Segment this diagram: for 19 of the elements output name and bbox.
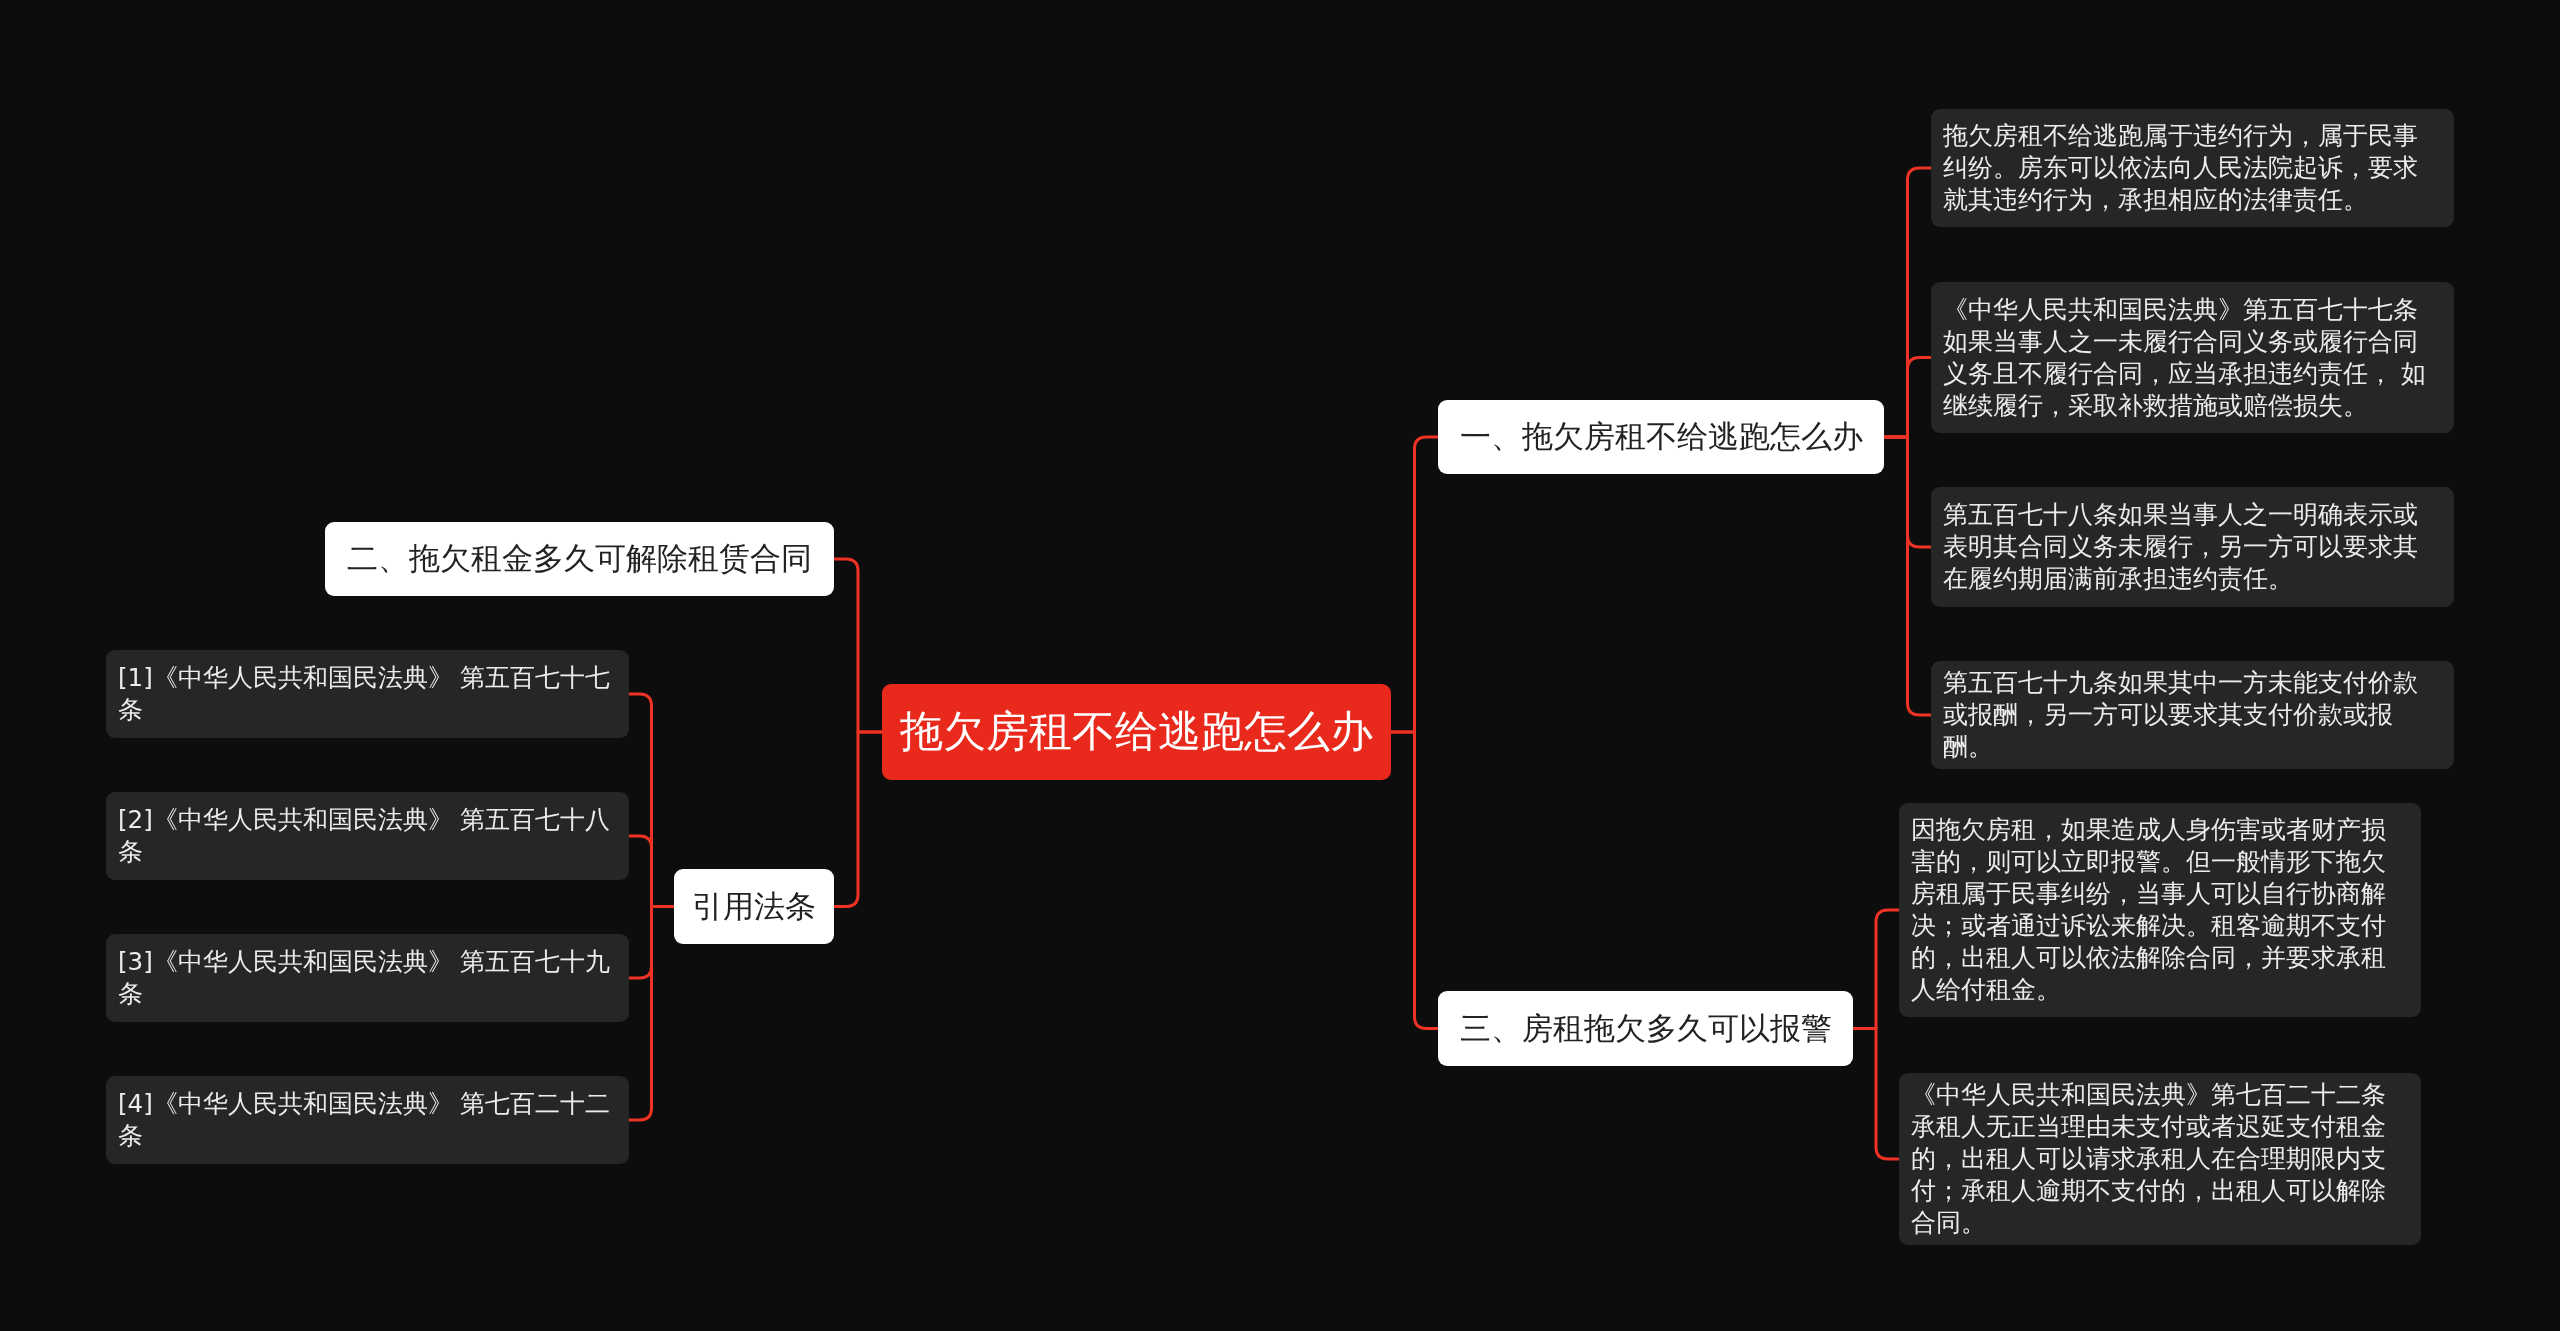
connector [629, 905, 674, 1122]
topic-box: 二、拖欠租金多久可解除租赁合同 [325, 522, 834, 596]
note-box: [4]《中华人民共和国民法典》 第七百二十二条 [106, 1076, 629, 1164]
topic-box: 引用法条 [674, 869, 834, 944]
note-box: 《中华人民共和国民法典》第五百七十七条如果当事人之一未履行合同义务或履行合同义务且不履行合同，应当承担违约责任， 如继续履行，采取补救措施或赔偿损失。 [1931, 282, 2454, 433]
note-box: 拖欠房租不给逃跑属于违约行为，属于民事纠纷。房东可以依法向人民法院起诉，要求就其违约行为，承担相应的法律责任。 [1931, 109, 2454, 227]
note-box: [2]《中华人民共和国民法典》 第五百七十八条 [106, 792, 629, 880]
note-box: 因拖欠房租，如果造成人身伤害或者财产损害的，则可以立即报警。但一般情形下拖欠房租属于民事纠纷，当事人可以自行协商解决；或者通过诉讼来解决。租客逾期不支付的，出租人可以依法解除合同，并要求承租人给付租金。 [1899, 803, 2421, 1017]
note-box: [1]《中华人民共和国民法典》 第五百七十七条 [106, 650, 629, 738]
note-box: 第五百七十九条如果其中一方未能支付价款或报酬，另一方可以要求其支付价款或报酬。 [1931, 661, 2454, 769]
connector [834, 730, 882, 908]
central-topic: 拖欠房租不给逃跑怎么办 [882, 684, 1391, 780]
connector [1391, 730, 1438, 1030]
note-box: [3]《中华人民共和国民法典》 第五百七十九条 [106, 934, 629, 1022]
note-box: 《中华人民共和国民法典》第七百二十二条承租人无正当理由未支付或者迟延支付租金的，出租人可以请求承租人在合理期限内支付；承租人逾期不支付的，出租人可以解除合同。 [1899, 1073, 2421, 1245]
connector [1884, 435, 1931, 717]
topic-box: 一、拖欠房租不给逃跑怎么办 [1438, 400, 1884, 474]
topic-box: 三、房租拖欠多久可以报警 [1438, 991, 1853, 1066]
note-box: 第五百七十八条如果当事人之一明确表示或表明其合同义务未履行，另一方可以要求其在履约期届满前承担违约责任。 [1931, 487, 2454, 607]
